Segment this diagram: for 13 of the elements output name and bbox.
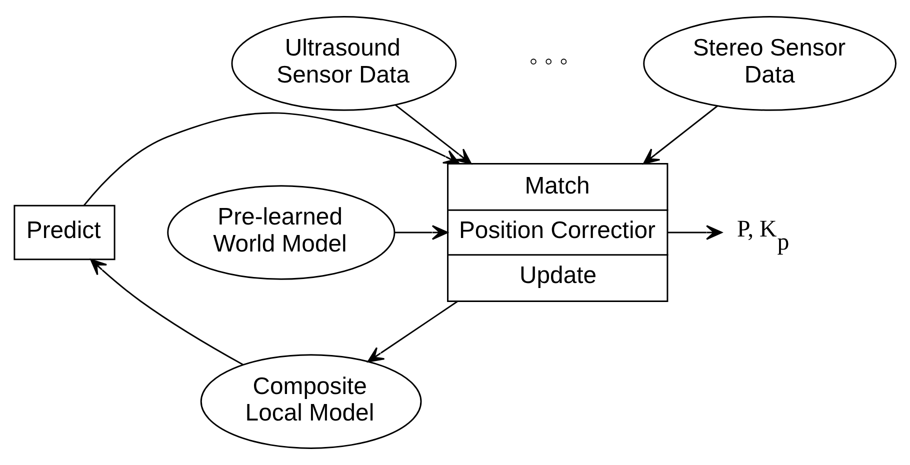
node-ellipse: Stereo Sensor Data bbox=[643, 16, 897, 111]
node-ellipse: Composite Local Model bbox=[200, 354, 422, 449]
node-ellipse: Ultrasound Sensor Data bbox=[231, 16, 457, 111]
label: ◦ ◦ ◦ bbox=[529, 48, 568, 76]
arrow bbox=[395, 104, 472, 164]
arrow bbox=[394, 225, 448, 240]
arrow bbox=[367, 300, 458, 362]
node-ellipse: Pre-learned World Model bbox=[167, 185, 396, 280]
arrow bbox=[668, 225, 722, 240]
arrow bbox=[643, 105, 718, 164]
arrow bbox=[90, 258, 244, 366]
node-box: Predict bbox=[14, 204, 116, 260]
arrow bbox=[83, 112, 460, 206]
